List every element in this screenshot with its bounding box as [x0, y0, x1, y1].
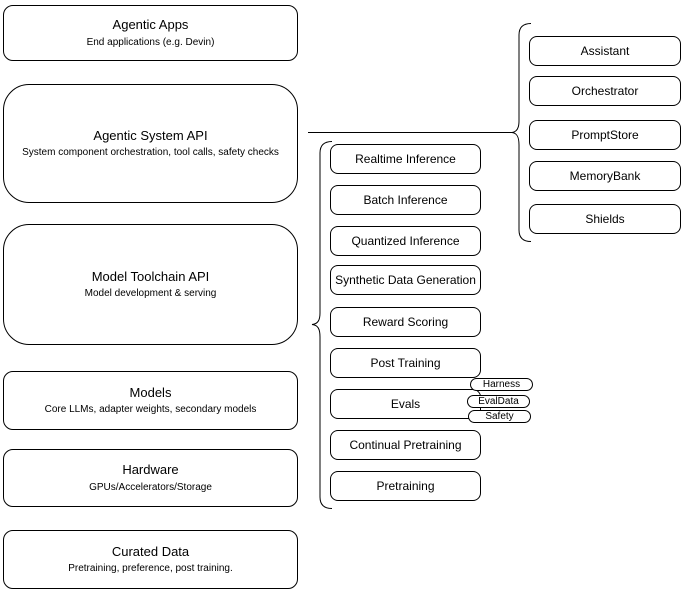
node-evals: Evals [330, 389, 481, 419]
node-curated-data: Curated Data Pretraining, preference, po… [3, 530, 298, 589]
node-subtitle: Pretraining, preference, post training. [68, 563, 233, 575]
node-subtitle: GPUs/Accelerators/Storage [89, 481, 212, 493]
node-post-training: Post Training [330, 348, 481, 378]
node-agentic-system-api: Agentic System API System component orch… [3, 84, 298, 203]
node-agentic-apps: Agentic Apps End applications (e.g. Devi… [3, 5, 298, 61]
node-quantized-inference: Quantized Inference [330, 226, 481, 256]
node-promptstore: PromptStore [529, 120, 681, 150]
node-batch-inference: Batch Inference [330, 185, 481, 215]
tag-safety: Safety [468, 410, 531, 423]
node-subtitle: Core LLMs, adapter weights, secondary mo… [44, 404, 257, 416]
node-title: Model Toolchain API [91, 268, 210, 284]
node-model-toolchain-api: Model Toolchain API Model development & … [3, 224, 298, 345]
node-reward-scoring: Reward Scoring [330, 307, 481, 337]
brace-toolchain [311, 141, 333, 509]
node-title: Curated Data [111, 543, 190, 559]
node-title: Hardware [122, 462, 179, 478]
node-title: Models [129, 384, 172, 400]
brace-system-components [511, 23, 532, 242]
node-assistant: Assistant [529, 36, 681, 66]
node-title: Agentic Apps [112, 17, 189, 33]
tag-evaldata: EvalData [467, 395, 530, 408]
node-realtime-inference: Realtime Inference [330, 144, 481, 174]
node-subtitle: Model development & serving [84, 288, 217, 300]
node-title: Agentic System API [93, 127, 208, 143]
node-shields: Shields [529, 204, 681, 234]
node-pretraining: Pretraining [330, 471, 481, 501]
node-models: Models Core LLMs, adapter weights, secon… [3, 371, 298, 430]
node-subtitle: End applications (e.g. Devin) [86, 36, 215, 48]
node-synthetic-data-generation: Synthetic Data Generation [330, 265, 481, 295]
tag-harness: Harness [470, 378, 533, 391]
node-subtitle: System component orchestration, tool cal… [22, 147, 279, 159]
node-orchestrator: Orchestrator [529, 76, 681, 106]
node-continual-pretraining: Continual Pretraining [330, 430, 481, 460]
node-hardware: Hardware GPUs/Accelerators/Storage [3, 449, 298, 507]
node-memorybank: MemoryBank [529, 161, 681, 191]
